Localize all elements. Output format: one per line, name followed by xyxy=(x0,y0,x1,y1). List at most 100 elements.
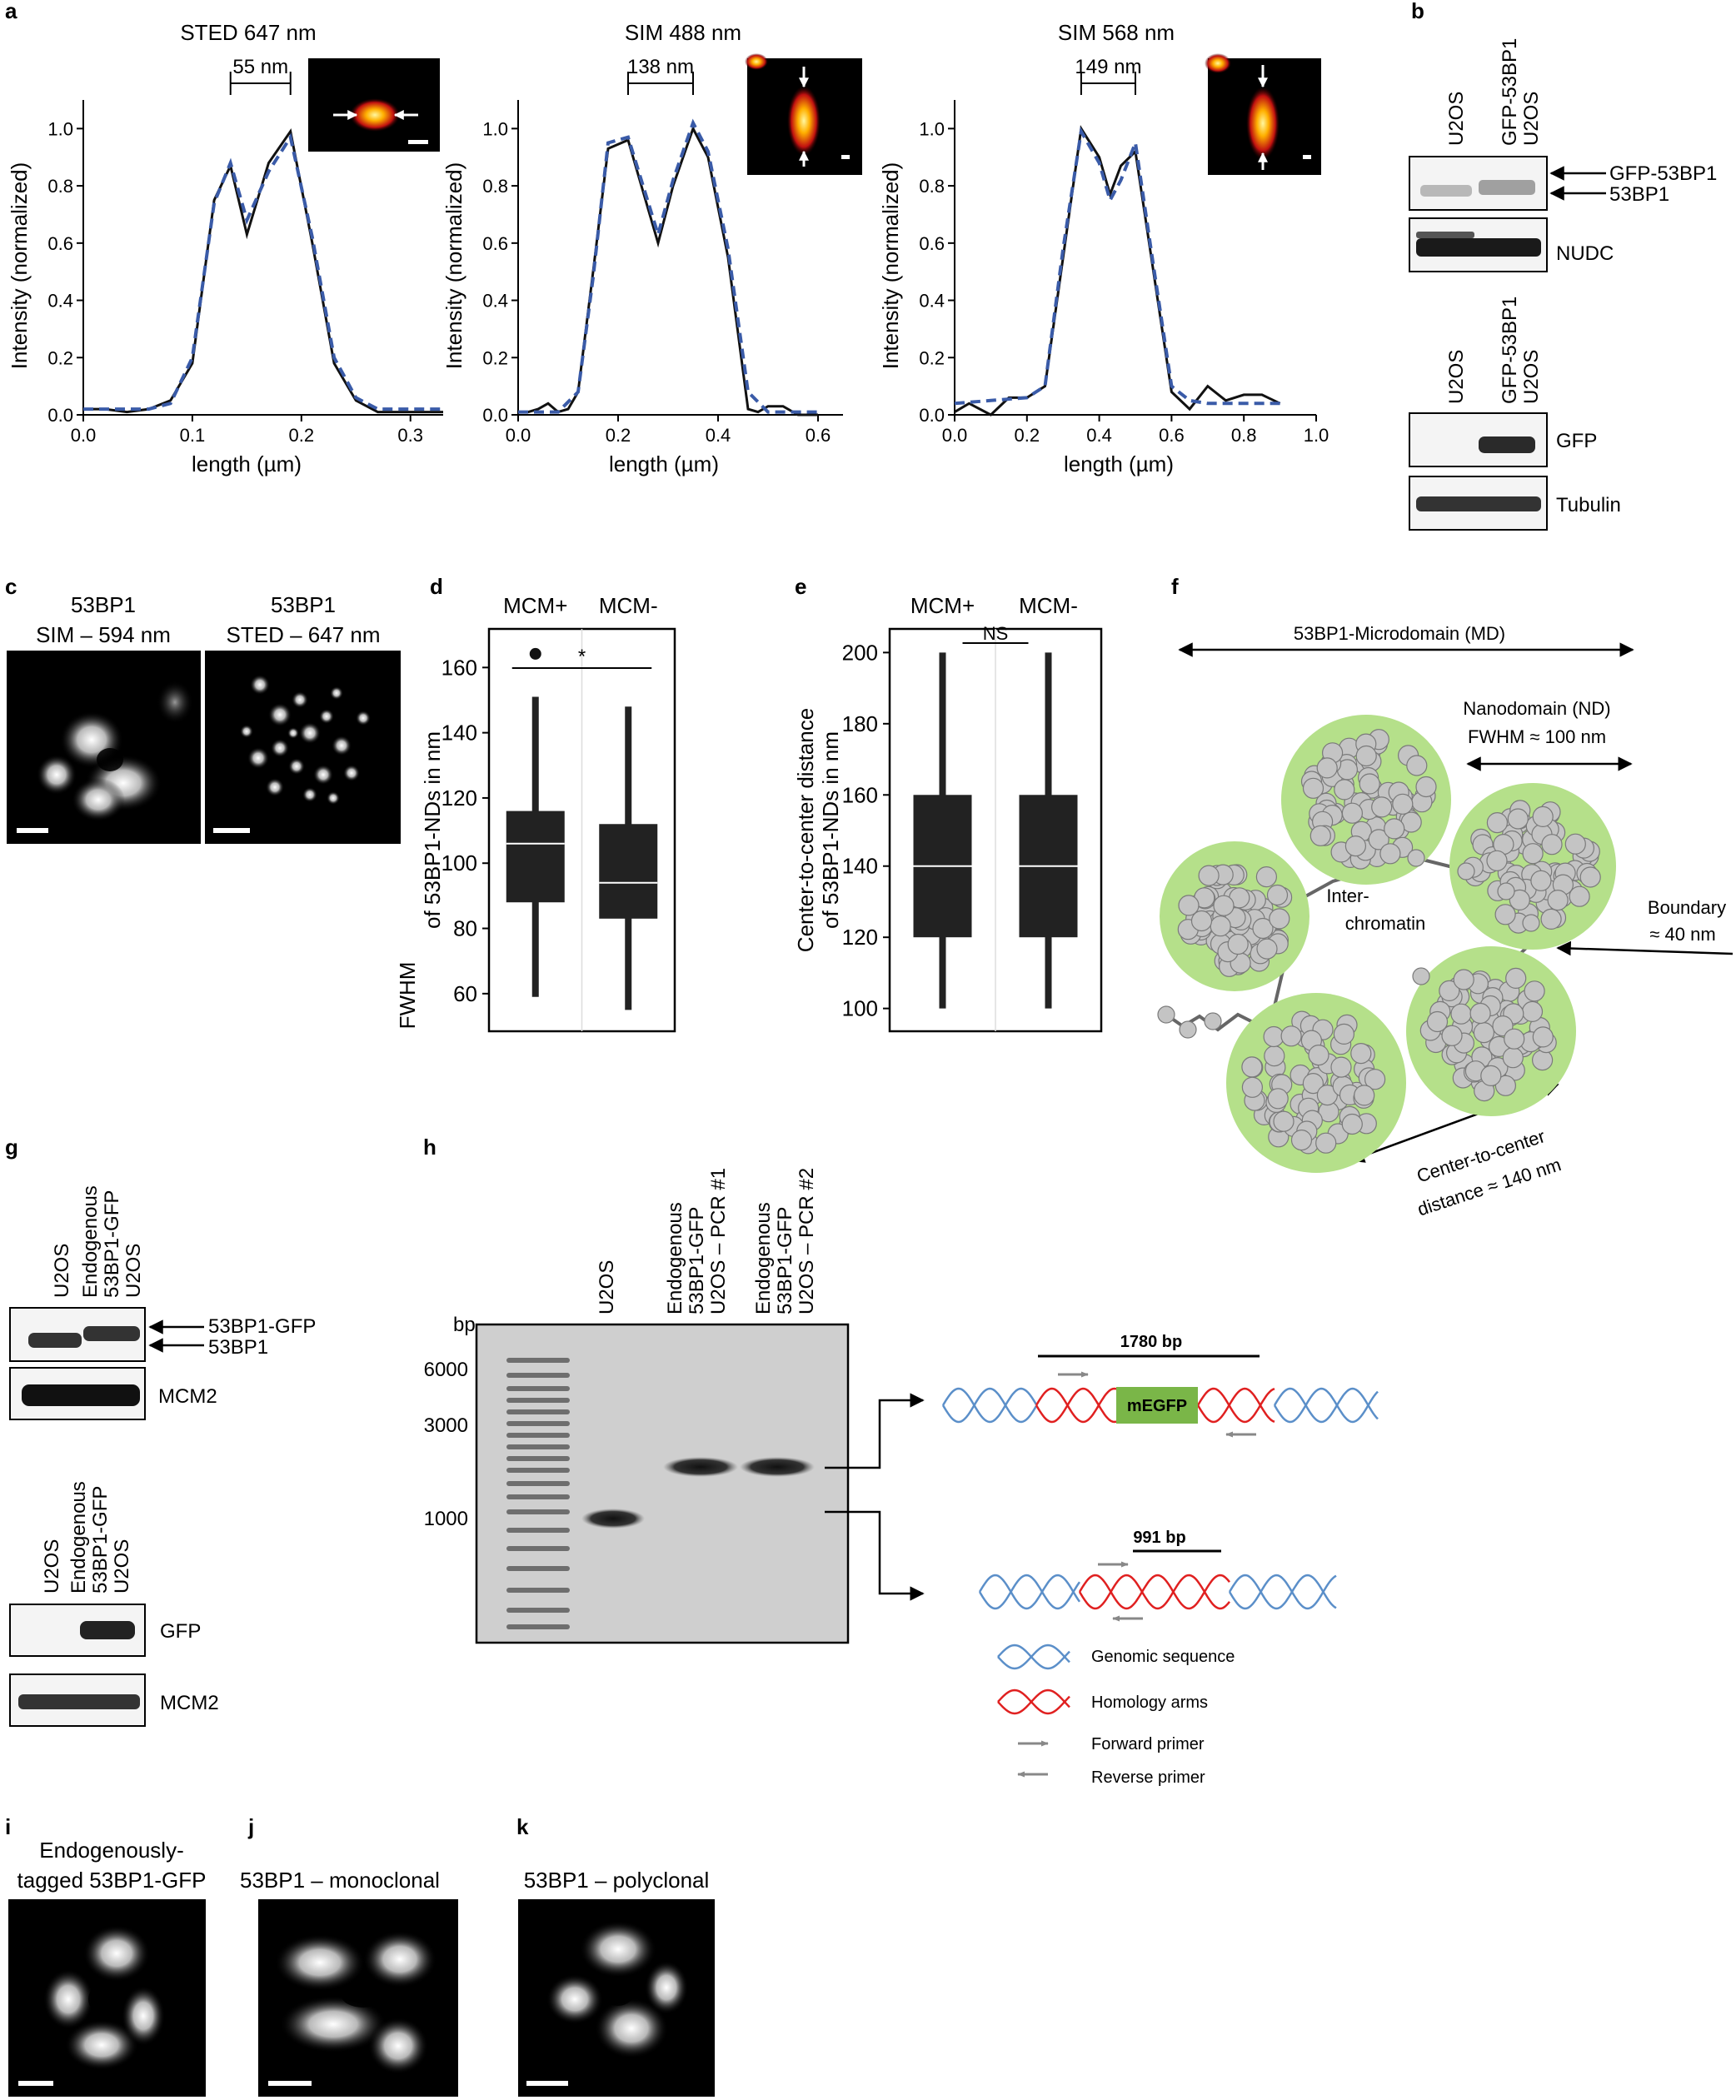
y-tick-label: 180 xyxy=(842,711,878,736)
y-tick-label: 0.6 xyxy=(47,233,73,254)
panel-letter-g: g xyxy=(5,1135,18,1160)
panel-b: U2OS GFP-53BP1 U2OS GFP-53BP1 53BP1 NUDC… xyxy=(1409,38,1717,531)
chromatin-bead xyxy=(1241,1056,1263,1078)
blot-b-lane-label-1: U2OS xyxy=(1445,92,1468,146)
ladder-band xyxy=(506,1433,570,1438)
blot-g2-lane-2a: Endogenous xyxy=(67,1481,90,1594)
chromatin-bead xyxy=(1355,745,1377,767)
panel-f-schematic: 53BP1-Microdomain (MD) Nanodomain (ND) F… xyxy=(1157,623,1734,1220)
chromatin-bead xyxy=(1532,1026,1554,1048)
chromatin-bead xyxy=(1266,884,1289,906)
plot-title: SIM 568 nm xyxy=(1058,20,1175,45)
legend-genomic: Genomic sequence xyxy=(1091,1648,1235,1666)
label-microdomain: 53BP1-Microdomain (MD) xyxy=(1294,623,1505,644)
y-tick-label: 160 xyxy=(441,655,477,680)
ladder-band xyxy=(506,1386,570,1391)
significance-label: * xyxy=(578,646,586,668)
legend-helix-genomic xyxy=(997,1644,1070,1670)
chromatin-bead xyxy=(1302,1072,1324,1095)
dna-genomic xyxy=(941,1387,1038,1424)
series-measured xyxy=(954,125,1281,417)
dna-homology-arm xyxy=(1035,1387,1117,1424)
x-tick-label: 0.2 xyxy=(606,425,631,446)
gel-lane2-c: U2OS – PCR #1 xyxy=(707,1168,730,1314)
chromatin-bead xyxy=(1406,755,1428,776)
insert-label: mEGFP xyxy=(1127,1397,1187,1415)
chromatin-bead xyxy=(1179,1020,1197,1039)
x-tick-label: 0.2 xyxy=(1015,425,1040,446)
chromatin-bead xyxy=(1547,889,1569,911)
ladder-band xyxy=(506,1373,570,1378)
significance-label: NS xyxy=(983,623,1009,644)
legend-helix-homology xyxy=(997,1688,1070,1715)
chromatin-bead xyxy=(1333,1023,1355,1045)
label-fwhm: FWHM ≈ 100 nm xyxy=(1468,726,1606,747)
panel-i-title-2: tagged 53BP1-GFP xyxy=(17,1868,207,1893)
dna-homology-arm xyxy=(1035,1387,1117,1424)
x-tick-label: 0.0 xyxy=(71,425,97,446)
agarose-gel xyxy=(475,1323,850,1644)
distance-label: 149 nm xyxy=(1075,56,1141,78)
chromatin-bead xyxy=(1190,910,1213,932)
blot-b2-lane-label-1: U2OS xyxy=(1445,350,1468,404)
dna-homology-arm xyxy=(1078,1574,1230,1610)
chromatin-bead xyxy=(1494,1075,1517,1096)
x-tick-label: 0.6 xyxy=(806,425,831,446)
x-axis-label: length (µm) xyxy=(1064,451,1174,476)
panel-letter-a: a xyxy=(5,0,17,23)
chromatin-bead xyxy=(1407,849,1425,867)
chromatin-bead xyxy=(1315,1132,1337,1154)
dna-genomic xyxy=(941,1387,1038,1424)
blot-g-lane-1: U2OS xyxy=(51,1244,73,1298)
nanodomain xyxy=(1449,783,1616,950)
chromatin-bead xyxy=(1316,757,1338,779)
dna-genomic xyxy=(1273,1387,1379,1424)
ladder-band xyxy=(506,1566,570,1571)
chromatin-bead xyxy=(1379,843,1401,865)
chromatin-bead xyxy=(1469,1002,1491,1025)
x-tick-label: 0.4 xyxy=(706,425,731,446)
x-tick-label: 0.3 xyxy=(397,425,423,446)
box xyxy=(506,811,565,903)
chromatin-bead xyxy=(1330,1056,1352,1078)
nanodomain xyxy=(1281,715,1451,885)
dna-genomic xyxy=(978,1574,1081,1610)
y-tick-label: 0.4 xyxy=(482,291,508,312)
y-tick-label: 120 xyxy=(441,786,477,811)
dna-genomic xyxy=(978,1574,1081,1610)
series-fit xyxy=(518,118,818,414)
gel-lane2-a: Endogenous xyxy=(664,1202,686,1314)
chromatin-bead xyxy=(1354,1085,1375,1106)
ladder-band xyxy=(506,1546,570,1551)
y-tick-label: 1.0 xyxy=(482,118,508,139)
chromatin-bead xyxy=(1540,908,1562,930)
chromatin-bead xyxy=(1241,1076,1264,1098)
panel-letter-f: f xyxy=(1171,574,1179,599)
chromatin-bead xyxy=(1350,1042,1372,1065)
chromatin-bead xyxy=(1213,895,1235,916)
y-tick-label: 0.0 xyxy=(919,405,945,426)
y-tick-label: 0.8 xyxy=(482,176,508,197)
micrograph-k xyxy=(518,1899,715,2097)
blot-b-label-tubulin: Tubulin xyxy=(1556,494,1621,516)
panel-c-title-2a: 53BP1 xyxy=(271,592,336,617)
y-tick-label: 0.8 xyxy=(919,176,945,197)
micrograph-i xyxy=(8,1899,206,2097)
y-tick-label: 0.2 xyxy=(47,347,73,368)
inset-sim488-image xyxy=(745,53,862,175)
chromatin-bead xyxy=(1198,865,1220,886)
chromatin-bead xyxy=(1426,1010,1449,1033)
distance-label: 55 nm xyxy=(232,56,288,78)
series-fit xyxy=(954,126,1280,406)
panel-ijk: Endogenously- tagged 53BP1-GFP 53BP1 – m… xyxy=(8,1838,715,2097)
dna-homology-arm xyxy=(1196,1387,1275,1424)
micrograph-sim-594 xyxy=(7,651,201,844)
panel-c-title-1a: 53BP1 xyxy=(71,592,136,617)
chromatin-bead xyxy=(1341,1113,1363,1135)
category-label: MCM+ xyxy=(503,593,567,618)
blot-g2-lane-2b: 53BP1-GFP xyxy=(89,1486,112,1594)
y-tick-label: 160 xyxy=(842,782,878,807)
chromatin-bead xyxy=(1290,1129,1313,1151)
